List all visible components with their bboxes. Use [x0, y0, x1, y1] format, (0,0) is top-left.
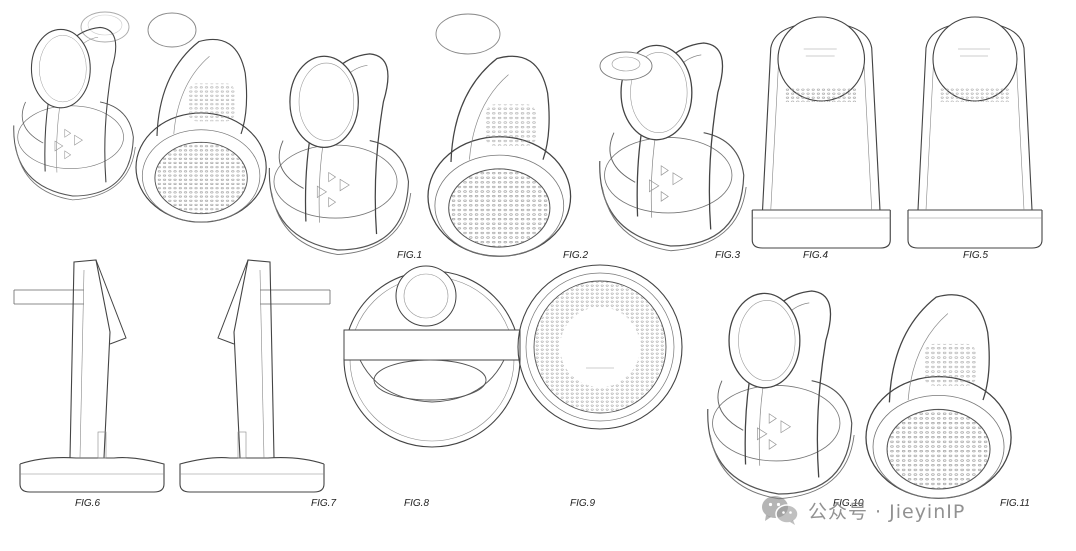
fig-1-drawing — [268, 53, 412, 256]
fig-5-caption: FIG.5 — [963, 250, 989, 261]
fig-7-drawing — [179, 259, 331, 493]
fig-6-drawing — [13, 259, 165, 493]
fig-4-drawing — [751, 16, 891, 249]
fig-2-caption: FIG.2 — [563, 250, 589, 261]
fig-9-drawing — [517, 264, 683, 430]
small-view-back — [135, 12, 267, 223]
fig-1-caption: FIG.1 — [397, 250, 423, 261]
fig-4-caption: FIG.4 — [803, 250, 829, 261]
fig-3-caption: FIG.3 — [715, 250, 741, 261]
watermark-text: 公众号 · JieyinIP — [808, 500, 966, 523]
fig-2-drawing — [427, 13, 572, 257]
fig-8-drawing — [343, 265, 521, 448]
watermark: 公众号 · JieyinIP — [760, 493, 965, 527]
wechat-icon — [762, 496, 799, 525]
fig-3-drawing — [599, 42, 747, 252]
small-view-left — [13, 11, 136, 201]
fig-8-caption: FIG.8 — [404, 498, 430, 509]
fig-7-caption: FIG.7 — [311, 498, 337, 509]
fig-10-caption: FIG.10 — [833, 498, 864, 509]
fig-11-caption: FIG.11 — [1000, 498, 1030, 509]
fig-10-drawing — [707, 290, 855, 500]
fig-11-drawing — [865, 294, 1012, 499]
fig-9-caption: FIG.9 — [570, 498, 596, 509]
fig-6-caption: FIG.6 — [75, 498, 101, 509]
fig-5-drawing — [907, 16, 1043, 249]
